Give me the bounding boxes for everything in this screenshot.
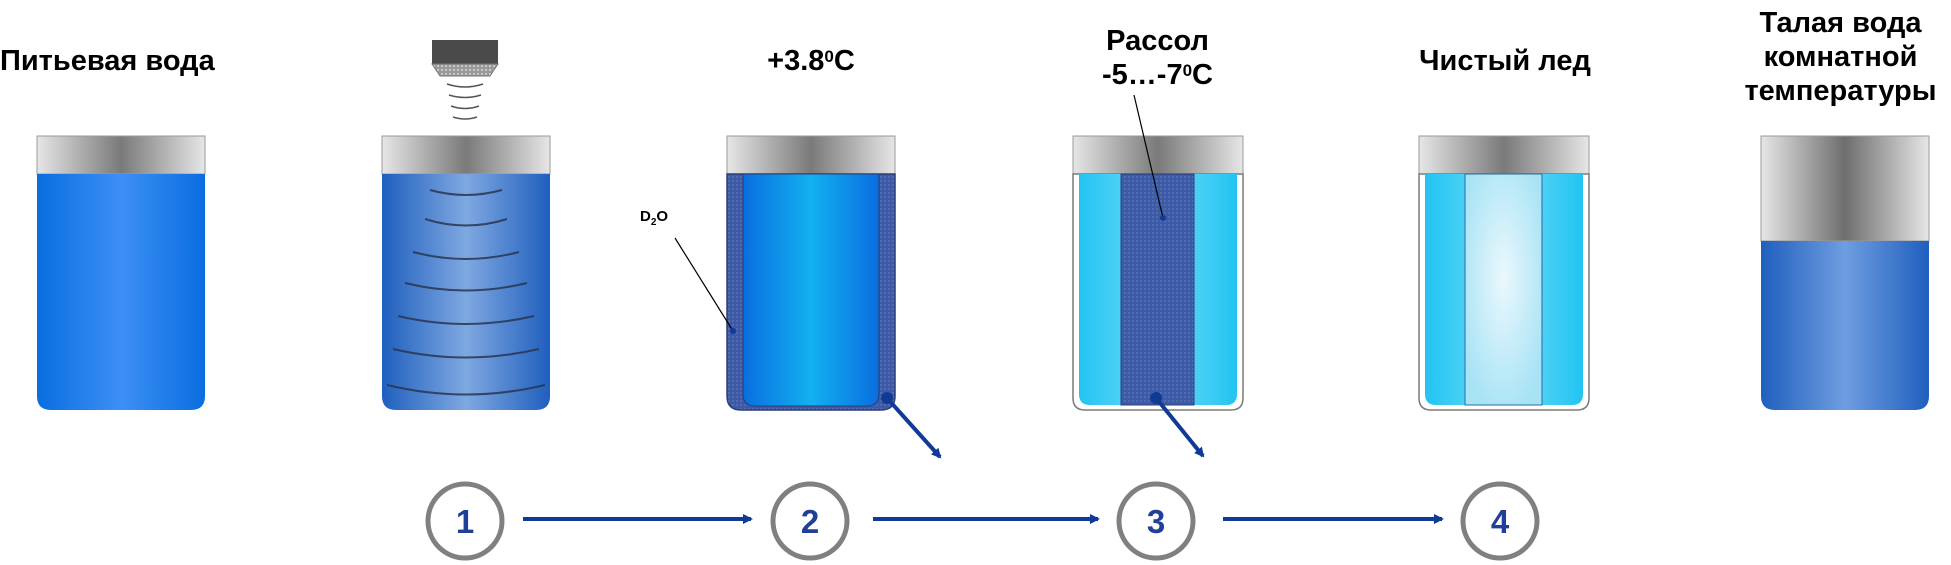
step-3-number: 3 (1147, 503, 1165, 540)
brine-temp-degree: 0 (1182, 61, 1193, 80)
brine-title: Рассол (1106, 25, 1209, 57)
d2o-subscript: 2 (650, 217, 657, 228)
label-melted-water: Талая вода комнатной температуры (1730, 6, 1951, 108)
jar-pure-ice (1418, 135, 1590, 411)
label-drinking-water: Питьевая вода (0, 45, 215, 77)
brine-temp: -5…-70C (1080, 58, 1235, 92)
jar-brine (1072, 135, 1244, 411)
d2o-pointer-dot (730, 328, 736, 334)
temp-plus-value: +3.8 (767, 45, 825, 77)
d2o-leader-line (674, 237, 734, 332)
drain-arrow-d2o (885, 396, 942, 459)
sound-wave-lines (386, 189, 546, 396)
temp-plus-degree: 0 (824, 47, 834, 66)
brine-pointer-dot (1160, 215, 1166, 221)
step-3: 3 (1116, 481, 1196, 561)
label-pure-ice: Чистый лед (1419, 45, 1591, 77)
step-2: 2 (770, 481, 850, 561)
step-4-number: 4 (1491, 503, 1510, 540)
temp-plus-unit: C (833, 45, 855, 77)
jar-ultrasound (381, 135, 551, 410)
jar-melted-water (1760, 135, 1930, 410)
step-1: 1 (425, 481, 505, 561)
melt-line-2: комнатной (1763, 41, 1918, 73)
step-4: 4 (1460, 481, 1540, 561)
brine-leader-line (1133, 94, 1164, 219)
label-brine: Рассол -5…-70C (1080, 24, 1235, 92)
d2o-letter: D (640, 208, 651, 225)
label-d2o: D2O (640, 208, 668, 228)
melt-line-3: температуры (1744, 75, 1937, 107)
melt-line-1: Талая вода (1759, 7, 1922, 39)
step-1-number: 1 (456, 503, 474, 540)
step-2-number: 2 (801, 503, 819, 540)
drain-arrow-brine (1154, 396, 1205, 458)
d2o-oxygen: O (656, 208, 669, 225)
brine-temp-value: -5…-7 (1102, 59, 1183, 91)
brine-temp-unit: C (1192, 59, 1213, 91)
jar-d2o-freezing (726, 135, 896, 411)
label-temp-plus: +3.80C (730, 44, 892, 78)
jar-drinking-water (36, 135, 206, 410)
ultrasound-emitter-icon (431, 40, 499, 120)
